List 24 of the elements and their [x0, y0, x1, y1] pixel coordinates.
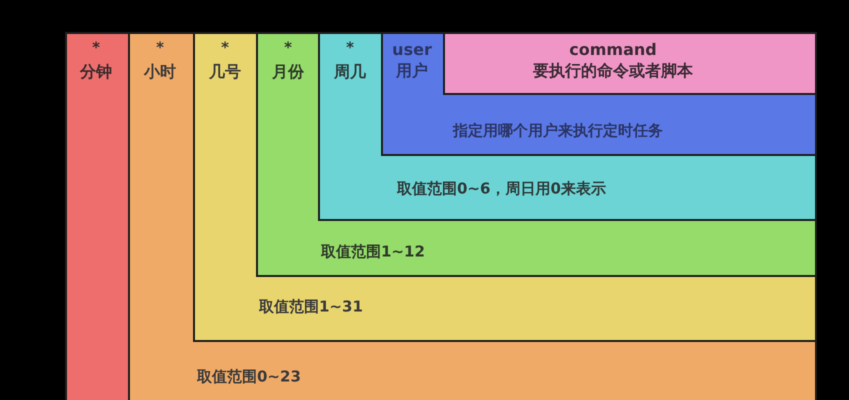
range-description: 取值范围1~12 [321, 243, 425, 261]
field-name: 月份 [272, 62, 304, 82]
wildcard-symbol: * [92, 39, 100, 57]
field-description: 要执行的命令或者脚本 [533, 62, 693, 80]
wildcard-symbol: * [221, 39, 229, 57]
field-name: 用户 [396, 62, 428, 80]
field-panel [193, 32, 817, 342]
field-panel [318, 32, 817, 221]
range-description: 取值范围1~31 [259, 298, 363, 316]
field-panel [381, 32, 817, 156]
wildcard-symbol: * [284, 39, 292, 57]
range-description: 取值范围0~6，周日用0来表示 [397, 180, 606, 198]
field-panel [256, 32, 817, 277]
field-panel [443, 32, 817, 95]
wildcard-symbol: * [156, 39, 164, 57]
field-name: 周几 [334, 62, 366, 82]
range-description: 取值范围0~23 [197, 368, 301, 386]
field-name: 小时 [144, 62, 176, 82]
field-keyword: command [569, 40, 657, 60]
field-keyword: user [392, 40, 432, 60]
field-description: 指定用哪个用户来执行定时任务 [453, 122, 663, 140]
wildcard-symbol: * [346, 39, 354, 57]
field-name: 几号 [209, 62, 241, 82]
field-name: 分钟 [80, 62, 112, 82]
